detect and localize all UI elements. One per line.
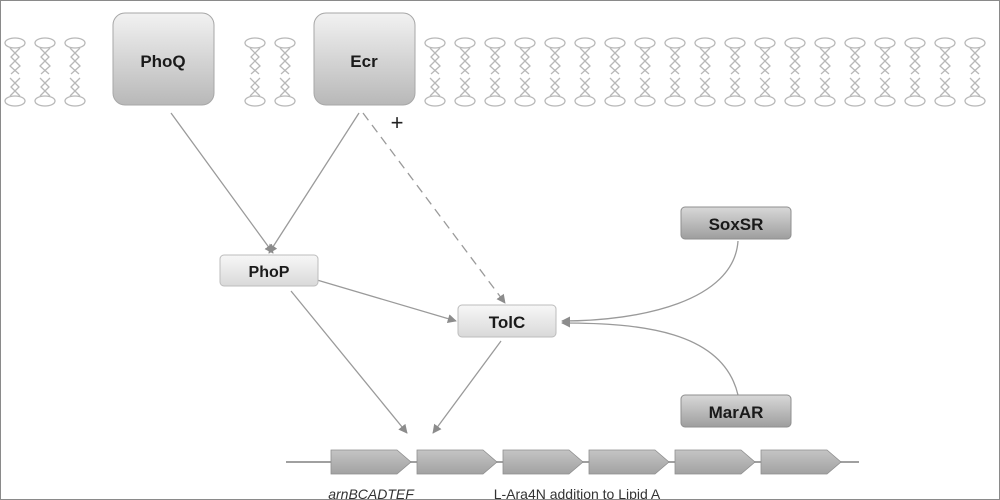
lipid-pair [634, 37, 656, 107]
membrane-protein-ecr: Ecr [313, 12, 416, 106]
gene-arrow [416, 449, 498, 475]
gene-arrow [502, 449, 584, 475]
phop-label: PhoP [249, 264, 290, 281]
lipid-pair [814, 37, 836, 107]
arrow-soxsr-to-tolc [561, 240, 739, 326]
lipid-pair [244, 37, 266, 107]
lipid-pair [4, 37, 26, 107]
interaction-arrows [170, 112, 739, 434]
lipid-pair [724, 37, 746, 107]
lipid-pair [844, 37, 866, 107]
arrow-phoq-to-phop [170, 112, 274, 254]
arn-operon [286, 449, 859, 475]
cell-membrane [4, 37, 986, 107]
lipid-pair [784, 37, 806, 107]
lipid-pair [694, 37, 716, 107]
lipid-pair [544, 37, 566, 107]
gene-arrow [588, 449, 670, 475]
arrow-marar-to-tolc [561, 318, 739, 396]
arrow-phop-to-operon [290, 290, 408, 434]
operon-name: arnBCADTEF [328, 486, 415, 500]
marar-label: MarAR [709, 403, 764, 422]
regulator-tolc: TolC [457, 304, 557, 338]
operon-function: L-Ara4N addition to Lipid A [494, 486, 661, 500]
arrow-ecr-to-phop [268, 112, 360, 254]
lipid-pair [34, 37, 56, 107]
lipid-pair [754, 37, 776, 107]
regulator-phop: PhoP [219, 254, 319, 287]
lipid-pair [64, 37, 86, 107]
regulator-marar: MarAR [680, 394, 792, 428]
regulator-soxsr: SoxSR [680, 206, 792, 240]
activation-plus-sign: + [391, 110, 404, 135]
lipid-pair [874, 37, 896, 107]
lipid-pair [574, 37, 596, 107]
arrow-phop-to-tolc [316, 279, 457, 324]
ecr-label: Ecr [350, 52, 378, 71]
phoq-label: PhoQ [140, 52, 185, 71]
lipid-pair [934, 37, 956, 107]
membrane-protein-phoq: PhoQ [112, 12, 215, 106]
lipid-pair [454, 37, 476, 107]
soxsr-label: SoxSR [709, 215, 764, 234]
lipid-pair [964, 37, 986, 107]
lipid-pair [484, 37, 506, 107]
lipid-pair [424, 37, 446, 107]
lipid-pair [664, 37, 686, 107]
tolc-label: TolC [489, 313, 526, 332]
gene-arrow [330, 449, 412, 475]
lipid-pair [514, 37, 536, 107]
lipid-pair [274, 37, 296, 107]
arrow-tolc-to-operon [432, 340, 502, 434]
gene-arrow [760, 449, 842, 475]
operon-genes [330, 449, 842, 475]
gene-arrow [674, 449, 756, 475]
lipid-pair [604, 37, 626, 107]
lipid-pair [904, 37, 926, 107]
arrow-ecr-to-tolc-dashed [362, 112, 506, 304]
